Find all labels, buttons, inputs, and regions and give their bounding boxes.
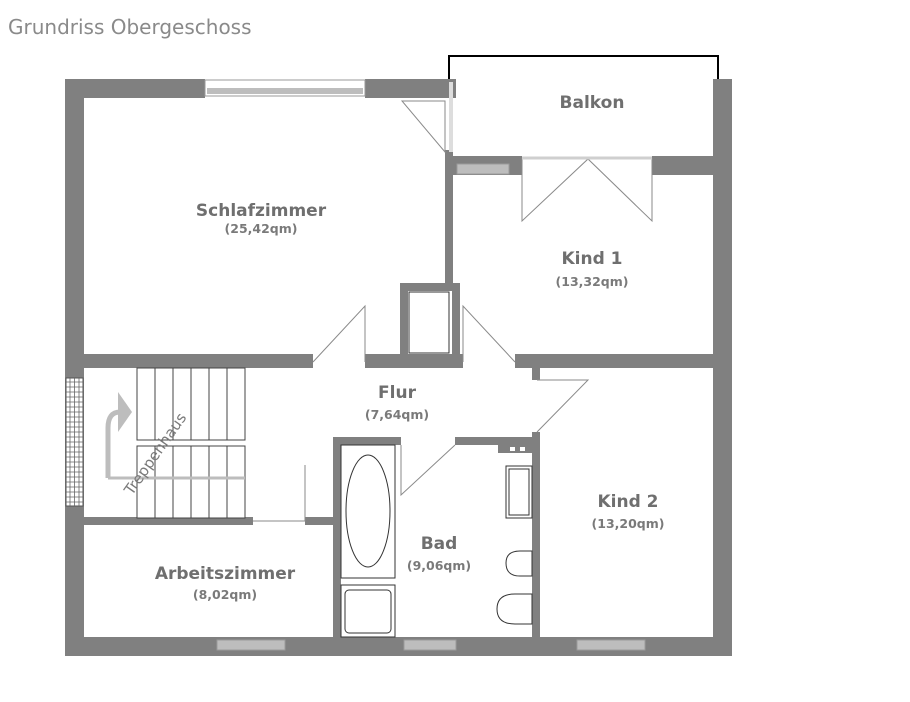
toilet-2 bbox=[496, 593, 533, 625]
stair-step bbox=[208, 445, 228, 519]
stair-step bbox=[172, 445, 192, 519]
room-name-schlafzimmer: Schlafzimmer bbox=[196, 201, 327, 221]
bathtub-basin bbox=[345, 454, 391, 568]
wall-closet-right bbox=[452, 283, 460, 356]
balcony-railing bbox=[448, 55, 719, 79]
window-kind2 bbox=[576, 639, 646, 651]
wall-balkon-divider-right bbox=[652, 156, 715, 175]
window-arbeitszimmer bbox=[216, 639, 286, 651]
wall-arbeit-top-left bbox=[65, 517, 253, 525]
wall-kind1-flur bbox=[515, 354, 730, 368]
stair-step bbox=[136, 367, 156, 441]
wall-bad-west bbox=[333, 437, 341, 642]
closet bbox=[408, 291, 450, 354]
window-schlafzimmer bbox=[207, 88, 363, 94]
door-kind2 bbox=[536, 379, 590, 433]
room-area-kind1: (13,32qm) bbox=[556, 274, 629, 289]
window-kind1-small bbox=[456, 163, 510, 175]
wall-north-right bbox=[365, 79, 456, 98]
door-kind1 bbox=[462, 304, 516, 363]
room-name-kind1: Kind 1 bbox=[561, 249, 622, 269]
wall-schlaf-kind1 bbox=[445, 150, 453, 285]
wall-closet-top bbox=[400, 283, 453, 291]
windows bbox=[65, 79, 646, 651]
room-area-bad: (9,06qm) bbox=[407, 558, 471, 573]
wall-kind2-west bbox=[532, 432, 540, 642]
window-bad bbox=[403, 639, 457, 651]
stair-step bbox=[226, 367, 246, 441]
stair-step bbox=[226, 445, 246, 519]
stair-direction-arrow bbox=[105, 409, 121, 478]
bath-fixtures bbox=[340, 444, 533, 638]
wall-closet-left bbox=[400, 283, 408, 356]
door-arbeitszimmer bbox=[253, 465, 306, 522]
stair-arrow-head bbox=[118, 392, 132, 432]
stair-step bbox=[190, 367, 210, 441]
door-schlafzimmer bbox=[312, 304, 366, 363]
room-area-schlafzimmer: (25,42qm) bbox=[225, 221, 298, 236]
room-name-bad: Bad bbox=[421, 534, 458, 554]
staircase: Treppenhaus bbox=[105, 367, 246, 519]
room-name-balkon: Balkon bbox=[560, 93, 625, 113]
room-area-arbeitszimmer: (8,02qm) bbox=[193, 587, 257, 602]
wall-north-left bbox=[65, 79, 205, 98]
wall-schlaf-flur-left bbox=[65, 354, 313, 368]
room-area-flur: (7,64qm) bbox=[365, 407, 429, 422]
door-bad bbox=[400, 444, 456, 497]
wall-schlaf-flur-mid bbox=[365, 354, 463, 368]
room-name-kind2: Kind 2 bbox=[597, 492, 658, 512]
shower-tray bbox=[344, 589, 392, 634]
doors bbox=[253, 100, 653, 522]
wall-kind2-top bbox=[532, 368, 540, 380]
wall-bad-top-left bbox=[333, 437, 401, 445]
door-balkon bbox=[400, 100, 446, 154]
wall-arbeit-top-right bbox=[305, 517, 338, 525]
room-name-flur: Flur bbox=[378, 383, 417, 403]
room-name-arbeitszimmer: Arbeitszimmer bbox=[155, 564, 296, 584]
wall-bad-top-right bbox=[455, 437, 538, 445]
room-area-kind2: (13,20qm) bbox=[592, 516, 665, 531]
toilet-1 bbox=[505, 550, 533, 577]
balcony-door-frame bbox=[449, 82, 453, 152]
door-kind1-balkon bbox=[521, 158, 653, 223]
stair-step bbox=[208, 367, 228, 441]
plan-title: Grundriss Obergeschoss bbox=[8, 15, 252, 39]
stair-step bbox=[190, 445, 210, 519]
sink bbox=[508, 468, 530, 516]
